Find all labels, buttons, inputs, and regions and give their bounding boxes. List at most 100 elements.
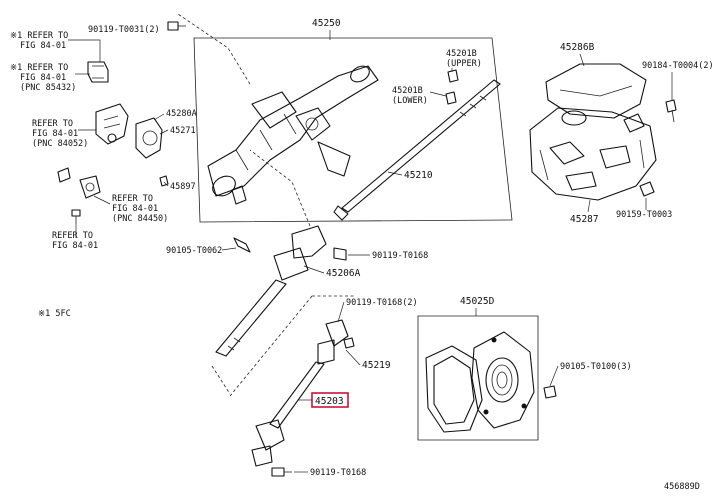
p90105-t0062-label: 90105-T0062 (166, 246, 222, 256)
main-shaft-icon (341, 79, 501, 213)
lower-shaft-icon (269, 361, 325, 429)
lock-housing-icon (295, 107, 331, 141)
note-1-fig-label: FIG 84-01 (20, 41, 66, 51)
p45219-label: 45219 (362, 360, 391, 371)
column-bolt-icon (231, 185, 247, 205)
universal-joint-yoke-icon (273, 247, 309, 281)
shaft-splines (459, 95, 487, 117)
leader-line (345, 349, 361, 366)
universal-joint-upper-icon (291, 225, 327, 259)
left-small-parts: 90119-T0031(2) 45280A 45271 45897 (57, 21, 197, 224)
cover-tab-icon (599, 145, 631, 169)
spiral-cable-bracket-icon (135, 117, 163, 159)
left-reference-notes: ※1 REFER TO FIG 84-01 ※1 REFER TO FIG 84… (10, 31, 168, 319)
column-assembly-box: 45250 45201B (UPPER) 45201B (LOWER) (177, 13, 513, 223)
p45201b-lower-label: 45201B (392, 86, 423, 96)
screw-shank (671, 109, 675, 123)
seal-plate-inner (433, 355, 475, 425)
screw-icon (665, 99, 677, 113)
p45210-label: 45210 (404, 170, 433, 181)
leader-line (163, 181, 169, 187)
leader-line (337, 301, 345, 323)
steering-column-housing (177, 13, 379, 205)
column-ribs (235, 113, 297, 171)
cover-tab-icon (565, 171, 597, 191)
note-1b-pnc-label: (PNC 85432) (20, 83, 76, 93)
lower-cover-icon (529, 107, 657, 201)
boot-bellows-mid (491, 364, 513, 396)
note-1-refer-label: ※1 REFER TO (10, 31, 68, 41)
shaft-splines (227, 337, 241, 351)
boot-hole (521, 403, 527, 409)
footnote-label: ※1 5FC (38, 309, 71, 319)
cover-contour (539, 139, 645, 181)
diagram-id-label: 456889D (664, 482, 700, 492)
column-tube-icon (207, 65, 379, 197)
lower-joint-icon (251, 445, 273, 467)
bolt-icon (233, 237, 251, 253)
boot-hole (483, 409, 489, 415)
upper-bushing-icon (447, 69, 459, 83)
leader-line (429, 91, 447, 97)
lower-shaft-45203 (251, 339, 335, 467)
column-group-frame (193, 37, 513, 223)
sensor-icon (79, 175, 101, 199)
p45206a-label: 45206A (326, 268, 361, 279)
spiral-cable-ring (142, 130, 158, 146)
screw-icon (167, 21, 179, 31)
bolt-icon (543, 385, 557, 399)
phantom-line (249, 149, 311, 227)
column-bottom-ring (212, 175, 236, 197)
p90119-t0168-b-label: 90119-T0168 (310, 468, 366, 478)
p90184-t0004-label: 90184-T0004(2) (642, 61, 714, 71)
leader-line (587, 199, 591, 213)
leader-line (303, 265, 325, 274)
refer-a-pnc-label: (PNC 84052) (32, 139, 88, 149)
joint-bolt-45219-icon (325, 319, 349, 347)
p90159-t0003-label: 90159-T0003 (616, 210, 672, 220)
boot-bellows-inner (496, 371, 508, 389)
p45250-label: 45250 (312, 18, 341, 29)
phantom-line (211, 365, 231, 395)
dust-boot-icon (471, 331, 535, 429)
boot-hole (491, 337, 497, 343)
tilt-lever-icon (317, 141, 351, 177)
seal-plate-icon (425, 345, 483, 433)
upper-cover-icon (545, 63, 647, 119)
lower-label: (LOWER) (392, 96, 428, 106)
p45287-label: 45287 (570, 214, 599, 225)
boot-group-frame (417, 315, 539, 441)
lock-cylinder-icon (623, 113, 645, 133)
bracket-detail (103, 115, 121, 129)
upper-cover-edge (559, 85, 633, 97)
column-top-ring (350, 65, 370, 83)
connector-detail (92, 65, 104, 79)
p45280a-label: 45280A (166, 109, 197, 119)
lock-ring (305, 117, 319, 131)
refer-c-label: REFER TO (52, 231, 93, 241)
leader-line (68, 39, 101, 62)
p45203-label[interactable]: 45203 (315, 396, 344, 407)
leader-line (159, 129, 169, 135)
note-1b-refer-label: ※1 REFER TO (10, 63, 68, 73)
ignition-hole (561, 110, 587, 126)
shaft-end-icon (333, 205, 349, 221)
tilt-bracket-icon (251, 91, 297, 129)
intermediate-shaft-icon (215, 279, 287, 357)
group-bracket-line (229, 295, 313, 397)
upper-yoke-icon (317, 339, 335, 365)
nut-icon (343, 337, 355, 349)
intermediate-shaft-group: 90105-T0062 90119-T0168 45206A 90119-T01… (166, 149, 428, 478)
refer-b-pnc-label: (PNC 84450) (112, 214, 168, 224)
refer-a-fig-label: FIG 84-01 (32, 129, 78, 139)
lower-yoke-icon (255, 419, 285, 451)
bolt-icon (271, 467, 285, 477)
bolt-icon (71, 209, 81, 217)
p45271-label: 45271 (170, 126, 196, 136)
boot-bellows-outer (485, 357, 519, 403)
sensor-detail (85, 182, 95, 192)
column-cover-group: 45286B 90184-T0004(2) 90159-T0003 45287 (529, 42, 714, 225)
p90119-t0168-label: 90119-T0168 (372, 251, 428, 261)
p90105-t0100-label: 90105-T0100(3) (560, 362, 632, 372)
